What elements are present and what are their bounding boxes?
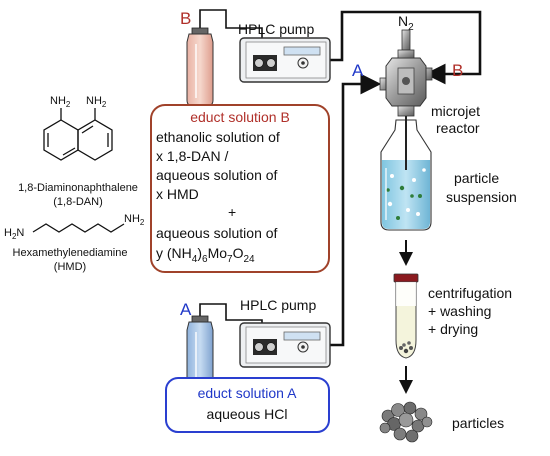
suspension-label-line2: suspension bbox=[446, 189, 517, 205]
dan-nh2-left: NH2 bbox=[50, 95, 71, 109]
particle-dot bbox=[410, 194, 414, 198]
pellet-dot bbox=[403, 348, 409, 354]
pump-top-label: HPLC pump bbox=[238, 21, 314, 37]
suspension-bottle bbox=[380, 116, 432, 231]
suspension-label-line1: particle bbox=[454, 170, 499, 186]
particle-dot bbox=[416, 212, 420, 216]
educt-a-box: educt solution A aqueous HCl bbox=[165, 377, 330, 433]
hplc-pump-bottom bbox=[239, 322, 331, 368]
particles-label: particles bbox=[452, 415, 504, 431]
pump-bottom-label: HPLC pump bbox=[240, 297, 316, 313]
workup-line2: + washing bbox=[428, 303, 491, 319]
particles-cluster bbox=[379, 401, 433, 443]
particle-dot bbox=[406, 208, 410, 212]
educt-b-line4: x HMD bbox=[156, 186, 199, 202]
reactor-inlet-a: A bbox=[352, 61, 364, 80]
dan-name: 1,8-Diaminonaphthalene bbox=[18, 182, 138, 194]
hmd-name: Hexamethylenediamine bbox=[13, 247, 128, 259]
tube-pump-b-to-reactor bbox=[322, 10, 482, 85]
educt-b-box: educt solution B ethanolic solution of x… bbox=[150, 104, 330, 273]
pellet-dot bbox=[407, 341, 411, 345]
reactor-label-line2: reactor bbox=[436, 120, 480, 136]
particle-dot bbox=[387, 201, 393, 207]
educt-a-title: educt solution A bbox=[198, 385, 298, 401]
reactor-gas-label: N2 bbox=[398, 13, 414, 33]
reactor-inlet-b: B bbox=[452, 61, 463, 80]
educt-a-content: aqueous HCl bbox=[207, 406, 288, 422]
reactor-label-line1: microjet bbox=[431, 103, 480, 119]
educt-b-line6: y (NH4)6Mo7O24 bbox=[156, 245, 255, 265]
educt-b-line2: x 1,8-DAN / bbox=[156, 148, 228, 164]
tubing bbox=[199, 9, 482, 347]
particle-dot bbox=[418, 194, 422, 198]
educt-b-line5: aqueous solution of bbox=[156, 225, 278, 241]
particle-dot bbox=[390, 174, 394, 178]
pellet-dot bbox=[409, 346, 413, 350]
hmd-abbr: (HMD) bbox=[54, 261, 86, 273]
workup-line1: centrifugation bbox=[428, 285, 512, 301]
tube-bottle-b-to-pump bbox=[199, 9, 263, 60]
workup-line3: + drying bbox=[428, 321, 478, 337]
educt-b-title: educt solution B bbox=[190, 109, 290, 125]
particle-dot bbox=[396, 216, 400, 220]
pump-a-letter: A bbox=[180, 300, 192, 319]
educt-b-line3: aqueous solution of bbox=[156, 167, 278, 183]
educt-b-line1: ethanolic solution of bbox=[156, 129, 280, 145]
chem-structure-dan bbox=[43, 108, 113, 161]
particle-dot bbox=[422, 168, 426, 172]
particle-dot bbox=[399, 185, 405, 191]
particle-dot bbox=[412, 178, 416, 182]
pellet-dot bbox=[402, 343, 406, 347]
dan-nh2-right: NH2 bbox=[86, 95, 107, 109]
tube-pump-a-to-reactor bbox=[322, 73, 382, 347]
particle-dot bbox=[386, 188, 390, 192]
hmd-left-group: H2N bbox=[4, 227, 24, 241]
hmd-right-group: NH2 bbox=[124, 213, 145, 227]
pump-b-letter: B bbox=[180, 9, 191, 28]
centrifuge-tube bbox=[393, 273, 419, 359]
bottle-educt-b bbox=[186, 27, 214, 107]
pellet-dot bbox=[399, 346, 403, 350]
microjet-reactor bbox=[379, 29, 433, 117]
educt-b-plus: + bbox=[228, 204, 236, 220]
dan-abbr: (1,8-DAN) bbox=[53, 196, 103, 208]
chem-structure-hmd bbox=[32, 223, 125, 233]
hplc-pump-top bbox=[239, 37, 331, 83]
